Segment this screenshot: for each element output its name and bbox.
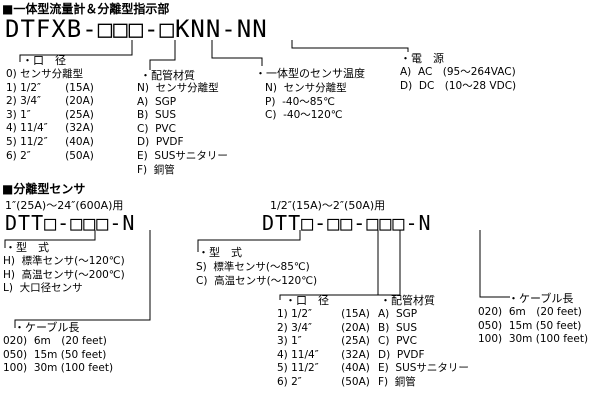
list-item: D) DC (10～28 VDC)	[400, 79, 517, 92]
list-item: D) PVDF	[378, 348, 425, 361]
list-item: H) 高温センサ(～200℃)	[3, 268, 125, 281]
s2-right-model-code: DTT□-□□-□□□-N	[262, 211, 432, 235]
list-item: 100) 30m (100 feet)	[478, 333, 589, 346]
list-item: S) 標準センサ(～85℃)	[196, 261, 310, 273]
list-item: 1) 1/2″(15A)	[277, 308, 370, 320]
list-item: 050) 15m (50 feet)	[478, 319, 582, 332]
section2-title: ■分離型センサ	[2, 182, 86, 196]
list-item: N) センサ分離型	[265, 82, 347, 94]
s2-left-type-title: ・型 式	[5, 241, 49, 254]
section1-model-code: DTFXB-□□□-□KNN-NN	[5, 15, 268, 43]
list-item: 5) 11/2″(40A)	[277, 362, 370, 375]
list-item: 6) 2″(50A)	[277, 375, 370, 388]
list-item: 4) 11/4″(32A)	[6, 122, 94, 135]
s2-right-type-list: S) 標準センサ(～85℃) C) 高温センサ(～120℃)	[196, 261, 317, 288]
list-item: B) SUS	[378, 321, 417, 334]
s1-diameter-title: ・口 径	[22, 54, 66, 67]
list-item: A) AC (95～264VAC)	[400, 66, 516, 78]
s2-right-type-title: ・型 式	[198, 246, 242, 259]
s2-right-cable-list: 020) 6m (20 feet) 050) 15m (50 feet) 100…	[478, 306, 588, 347]
s2-left-cable-list: 020) 6m (20 feet) 050) 15m (50 feet) 100…	[3, 335, 113, 376]
list-item: 5) 11/2″(40A)	[6, 135, 94, 148]
s1-piping-title: ・配管材質	[140, 69, 195, 82]
list-item: N) センサ分離型	[137, 82, 219, 94]
s2-left-type-list: H) 標準センサ(～120℃) H) 高温センサ(～200℃) L) 大口径セン…	[3, 255, 125, 296]
s2-right-diameter-title: ・口 径	[285, 294, 329, 307]
list-item: 020) 6m (20 feet)	[3, 335, 107, 347]
s2-right-piping-list: A) SGP B) SUS C) PVC D) PVDF E) SUSサニタリー…	[378, 308, 469, 390]
list-item: C) PVC	[378, 335, 417, 348]
list-item: C) -40～120℃	[265, 109, 343, 122]
s2-left-header: 1″(25A)～24″(600A)用	[5, 199, 124, 212]
s1-temp-title: ・一体型のセンサ温度	[255, 67, 365, 80]
list-item: 4) 11/4″(32A)	[277, 348, 370, 361]
list-item: 3) 1″(25A)	[277, 335, 370, 348]
list-item: L) 大口径センサ	[3, 282, 83, 295]
list-item: 3) 1″(25A)	[6, 108, 94, 121]
s2-left-model-code: DTT□-□□□-N	[5, 211, 136, 235]
list-item: 050) 15m (50 feet)	[3, 348, 107, 361]
s1-piping-list: N) センサ分離型 A) SGP B) SUS C) PVC D) PVDF E…	[137, 82, 228, 177]
section1-title: ■一体型流量計＆分離型指示部	[2, 2, 170, 16]
list-item: 020) 6m (20 feet)	[478, 306, 582, 318]
list-item: 100) 30m (100 feet)	[3, 362, 114, 375]
list-item: F) 銅管	[378, 375, 416, 388]
list-item: A) SGP	[137, 95, 177, 108]
list-item: P) -40～85℃	[265, 95, 335, 108]
s2-right-header: 1/2″(15A)～2″(50A)用	[270, 199, 386, 212]
list-item: C) PVC	[137, 122, 176, 135]
list-item: 1) 1/2″(15A)	[6, 81, 94, 94]
list-item: 6) 2″(50A)	[6, 149, 94, 162]
list-item: A) SGP	[378, 308, 418, 320]
s1-power-title: ・電 源	[400, 52, 444, 65]
list-item: D) PVDF	[137, 136, 184, 149]
list-item: E) SUSサニタリー	[378, 362, 469, 375]
s2-right-diameter-list: 1) 1/2″(15A) 2) 3/4″(20A) 3) 1″(25A) 4) …	[277, 308, 370, 390]
list-item: B) SUS	[137, 109, 176, 122]
s2-left-cable-title: ・ケーブル長	[14, 321, 80, 334]
s1-temp-list: N) センサ分離型 P) -40～85℃ C) -40～120℃	[265, 82, 347, 123]
list-item: 0) センサ分離型	[6, 68, 84, 80]
list-item: C) 高温センサ(～120℃)	[196, 274, 318, 287]
s1-power-list: A) AC (95～264VAC) D) DC (10～28 VDC)	[400, 66, 516, 93]
s2-right-cable-title: ・ケーブル長	[508, 292, 574, 305]
s2-right-piping-title: ・配管材質	[380, 294, 435, 307]
list-item: H) 標準センサ(～120℃)	[3, 255, 125, 267]
list-item: F) 銅管	[137, 163, 175, 176]
list-item: E) SUSサニタリー	[137, 149, 228, 162]
s1-diameter-list: 0) センサ分離型 1) 1/2″(15A) 2) 3/4″(20A) 3) 1…	[6, 68, 94, 163]
list-item: 2) 3/4″(20A)	[6, 95, 94, 108]
list-item: 2) 3/4″(20A)	[277, 321, 370, 334]
